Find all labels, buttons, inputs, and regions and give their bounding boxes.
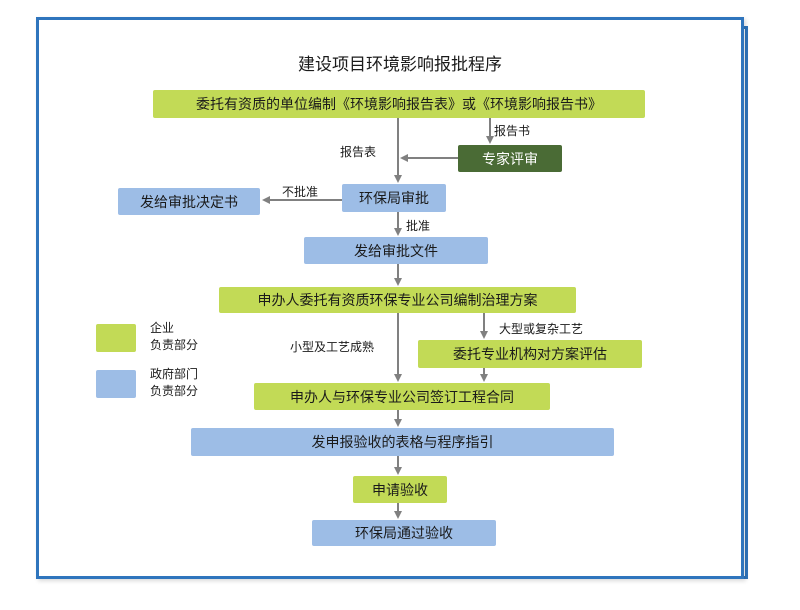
node-sign-contract: 申办人与环保专业公司签订工程合同: [254, 383, 550, 410]
node-commission: 委托有资质的单位编制《环境影响报告表》或《环境影响报告书》: [153, 90, 645, 118]
legend-enterprise-line1: 企业: [150, 321, 175, 335]
node-apply-acceptance: 申请验收: [353, 476, 447, 503]
label-small-simple: 小型及工艺成熟: [290, 340, 375, 354]
label-report-form: 报告表: [340, 145, 377, 159]
node-issue-forms: 发申报验收的表格与程序指引: [191, 428, 614, 456]
label-report-book: 报告书: [494, 124, 531, 138]
legend-enterprise-swatch: [96, 324, 136, 352]
node-treatment-plan: 申办人委托有资质环保专业公司编制治理方案: [219, 287, 576, 313]
diagram-title: 建设项目环境影响报批程序: [298, 55, 502, 75]
node-plan-evaluation: 委托专业机构对方案评估: [418, 340, 642, 368]
legend-enterprise-label: 企业 负责部分: [150, 320, 198, 354]
node-pass-acceptance: 环保局通过验收: [312, 520, 496, 546]
node-expert-review: 专家评审: [458, 145, 562, 172]
legend-government-line1: 政府部门: [150, 367, 199, 381]
legend-government-label: 政府部门 负责部分: [150, 366, 198, 400]
node-issue-document: 发给审批文件: [304, 237, 488, 264]
legend-government-line2: 负责部分: [150, 384, 199, 398]
node-issue-decision: 发给审批决定书: [118, 188, 260, 215]
label-approved: 批准: [406, 219, 431, 233]
label-not-approved: 不批准: [282, 185, 319, 199]
legend-government-swatch: [96, 370, 136, 398]
label-large-complex: 大型或复杂工艺: [499, 322, 584, 336]
legend-enterprise-line2: 负责部分: [150, 338, 199, 352]
node-epb-approval: 环保局审批: [342, 184, 446, 212]
